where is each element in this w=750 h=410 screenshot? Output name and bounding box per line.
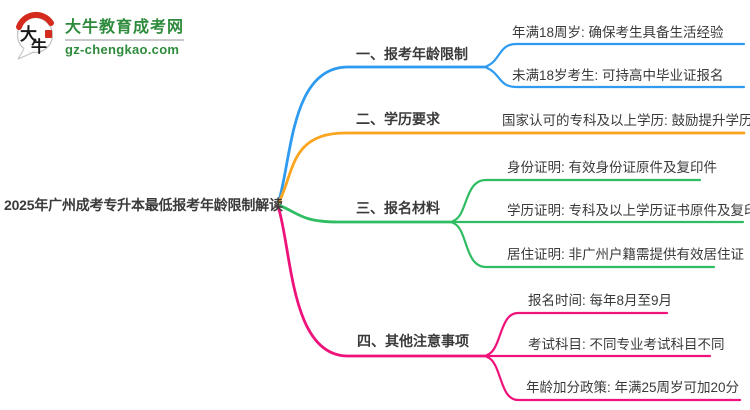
branch1-leaf1-line [485,42,746,68]
branch-node-age-limit: 一、报考年龄限制 [356,46,468,62]
logo-red-seal [45,30,52,38]
leaf-education-recognized: 国家认可的专科及以上学历: 鼓励提升学历 [502,113,750,128]
branch-node-application-materials: 三、报名材料 [356,200,440,216]
site-logo: 大 牛 大牛教育成考网 gz-chengkao.com [10,8,185,60]
branch4-leaf3-line [485,355,742,402]
branch3-leaf1-line [451,178,702,223]
logo-divider [65,39,185,42]
logo-text-block: 大牛教育成考网 gz-chengkao.com [65,8,185,58]
branch2-line [276,131,746,206]
branch-node-education-requirement: 二、学历要求 [356,111,440,127]
branch3-leaf3-line [451,221,716,269]
logo-char-da: 大 [20,24,37,44]
logo-char-niu: 牛 [31,37,47,56]
branch1-line [276,65,489,206]
leaf-exam-subjects: 考试科目: 不同专业考试科目不同 [528,337,725,352]
leaf-registration-time: 报名时间: 每年8月至9月 [528,293,673,308]
leaf-education-proof: 学历证明: 专科及以上学历证书原件及复印件 [507,203,750,218]
branch1-leaf2-line [485,66,746,89]
leaf-age-under18: 未满18岁考生: 可持高中毕业证报名 [512,68,724,83]
leaf-residence-proof: 居住证明: 非广州户籍需提供有效居住证 [507,247,745,262]
site-url: gz-chengkao.com [65,42,180,58]
branch3-line [276,203,455,224]
leaf-identity-proof: 身份证明: 有效身份证原件及复印件 [507,160,718,175]
branch4-leaf1-line [485,311,669,357]
logo-bubble-icon: 大 牛 [16,11,54,60]
branch4-line [276,204,489,358]
branch-node-other-notes: 四、其他注意事项 [357,333,469,349]
central-topic: 2025年广州成考专升本最低报考年龄限制解读 [4,197,283,213]
site-name: 大牛教育成考网 [65,19,185,36]
leaf-age-over18: 年满18周岁: 确保考生具备生活经验 [512,25,724,40]
leaf-age-bonus-policy: 年龄加分政策: 年满25周岁可加20分 [526,380,740,395]
logo-red-arc [16,11,54,30]
